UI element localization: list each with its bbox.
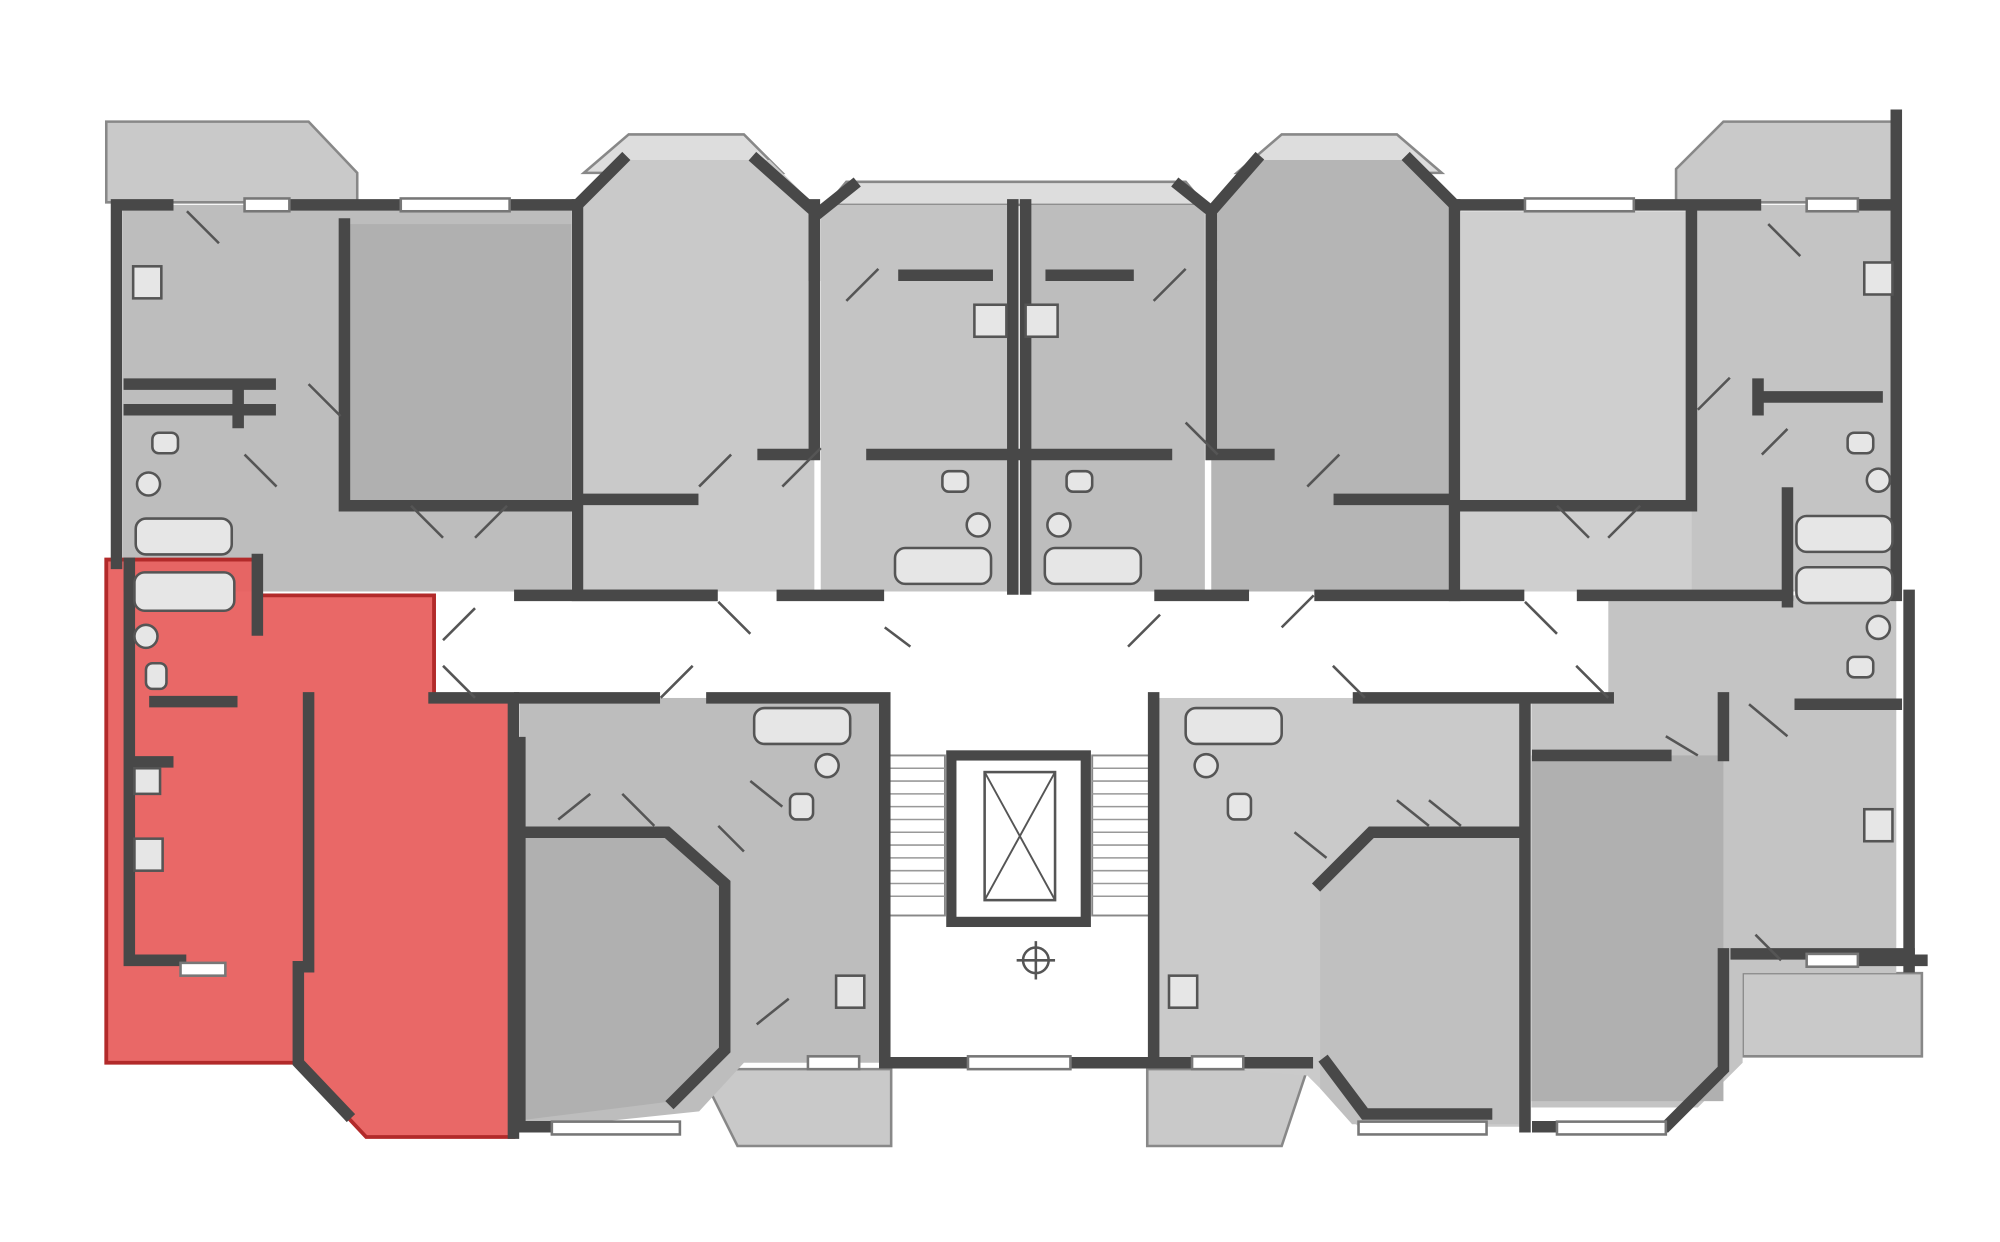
apartment-top-2[interactable] [577, 160, 815, 592]
stove-icon [1862, 807, 1894, 843]
sink-icon [965, 512, 992, 538]
balcony-bottom-right [1741, 971, 1924, 1058]
toilet-icon [1226, 792, 1253, 821]
bathtub-icon [1795, 565, 1894, 605]
stove-icon [133, 837, 164, 872]
toilet-icon [941, 469, 970, 493]
sink-icon [135, 471, 162, 497]
balcony-top-right [1674, 120, 1898, 204]
sink-icon [1193, 752, 1219, 779]
stove-icon [834, 974, 866, 1009]
toilet-icon [144, 661, 168, 691]
sink-icon [1046, 512, 1072, 538]
stove-icon [1024, 303, 1059, 339]
apartment-top-3[interactable] [820, 204, 1013, 592]
bathtub-icon [752, 706, 852, 746]
corridor [443, 597, 1609, 698]
balcony-bottom-mid-left [697, 1067, 893, 1148]
apartment-top-6[interactable] [1460, 211, 1692, 592]
highlight-walls [123, 553, 520, 1139]
sink-icon [1865, 614, 1892, 641]
fixtures [131, 261, 1894, 1009]
stove-icon [973, 303, 1008, 339]
room-bottom-right-bedroom [1531, 755, 1724, 1102]
toilet-icon [1065, 469, 1094, 493]
room-bottom-mid-left-bedroom [519, 832, 725, 1121]
room-top-left-bedroom [346, 224, 572, 506]
bathtub-icon [1184, 706, 1283, 746]
bathtub-icon [1043, 546, 1143, 586]
window [179, 961, 227, 977]
apartment-top-4[interactable] [1025, 204, 1205, 592]
balconies [104, 120, 1924, 1148]
apartment-top-5[interactable] [1211, 160, 1455, 592]
toilet-icon [151, 431, 180, 455]
common-area [443, 597, 1609, 1063]
elevator-icon [946, 750, 1091, 928]
bathtub-icon [893, 546, 993, 586]
highlighted-apartment[interactable] [104, 553, 520, 1139]
toilet-icon [1846, 655, 1875, 679]
apartments [122, 160, 1897, 1127]
windows [243, 197, 1860, 1136]
walls [110, 109, 1928, 1133]
toilet-icon [1846, 431, 1875, 455]
stove-icon [1862, 261, 1894, 296]
stove-icon [131, 265, 163, 300]
crosshair-icon [1016, 941, 1056, 980]
balcony-bottom-mid-right [1145, 1067, 1310, 1148]
room-bottom-mid-right-bedroom [1320, 832, 1519, 1125]
balcony-top-left [104, 120, 359, 204]
sink-icon [1865, 467, 1892, 493]
bathtub-icon [1795, 514, 1894, 554]
sink-icon [814, 752, 840, 779]
bathtub-icon [133, 571, 236, 613]
toilet-icon [788, 792, 815, 821]
sink-icon [133, 623, 159, 650]
doors [186, 210, 1802, 1026]
bathtub-icon [134, 517, 234, 556]
stove-icon [1167, 974, 1199, 1009]
kitchen-sink-icon [133, 766, 162, 796]
